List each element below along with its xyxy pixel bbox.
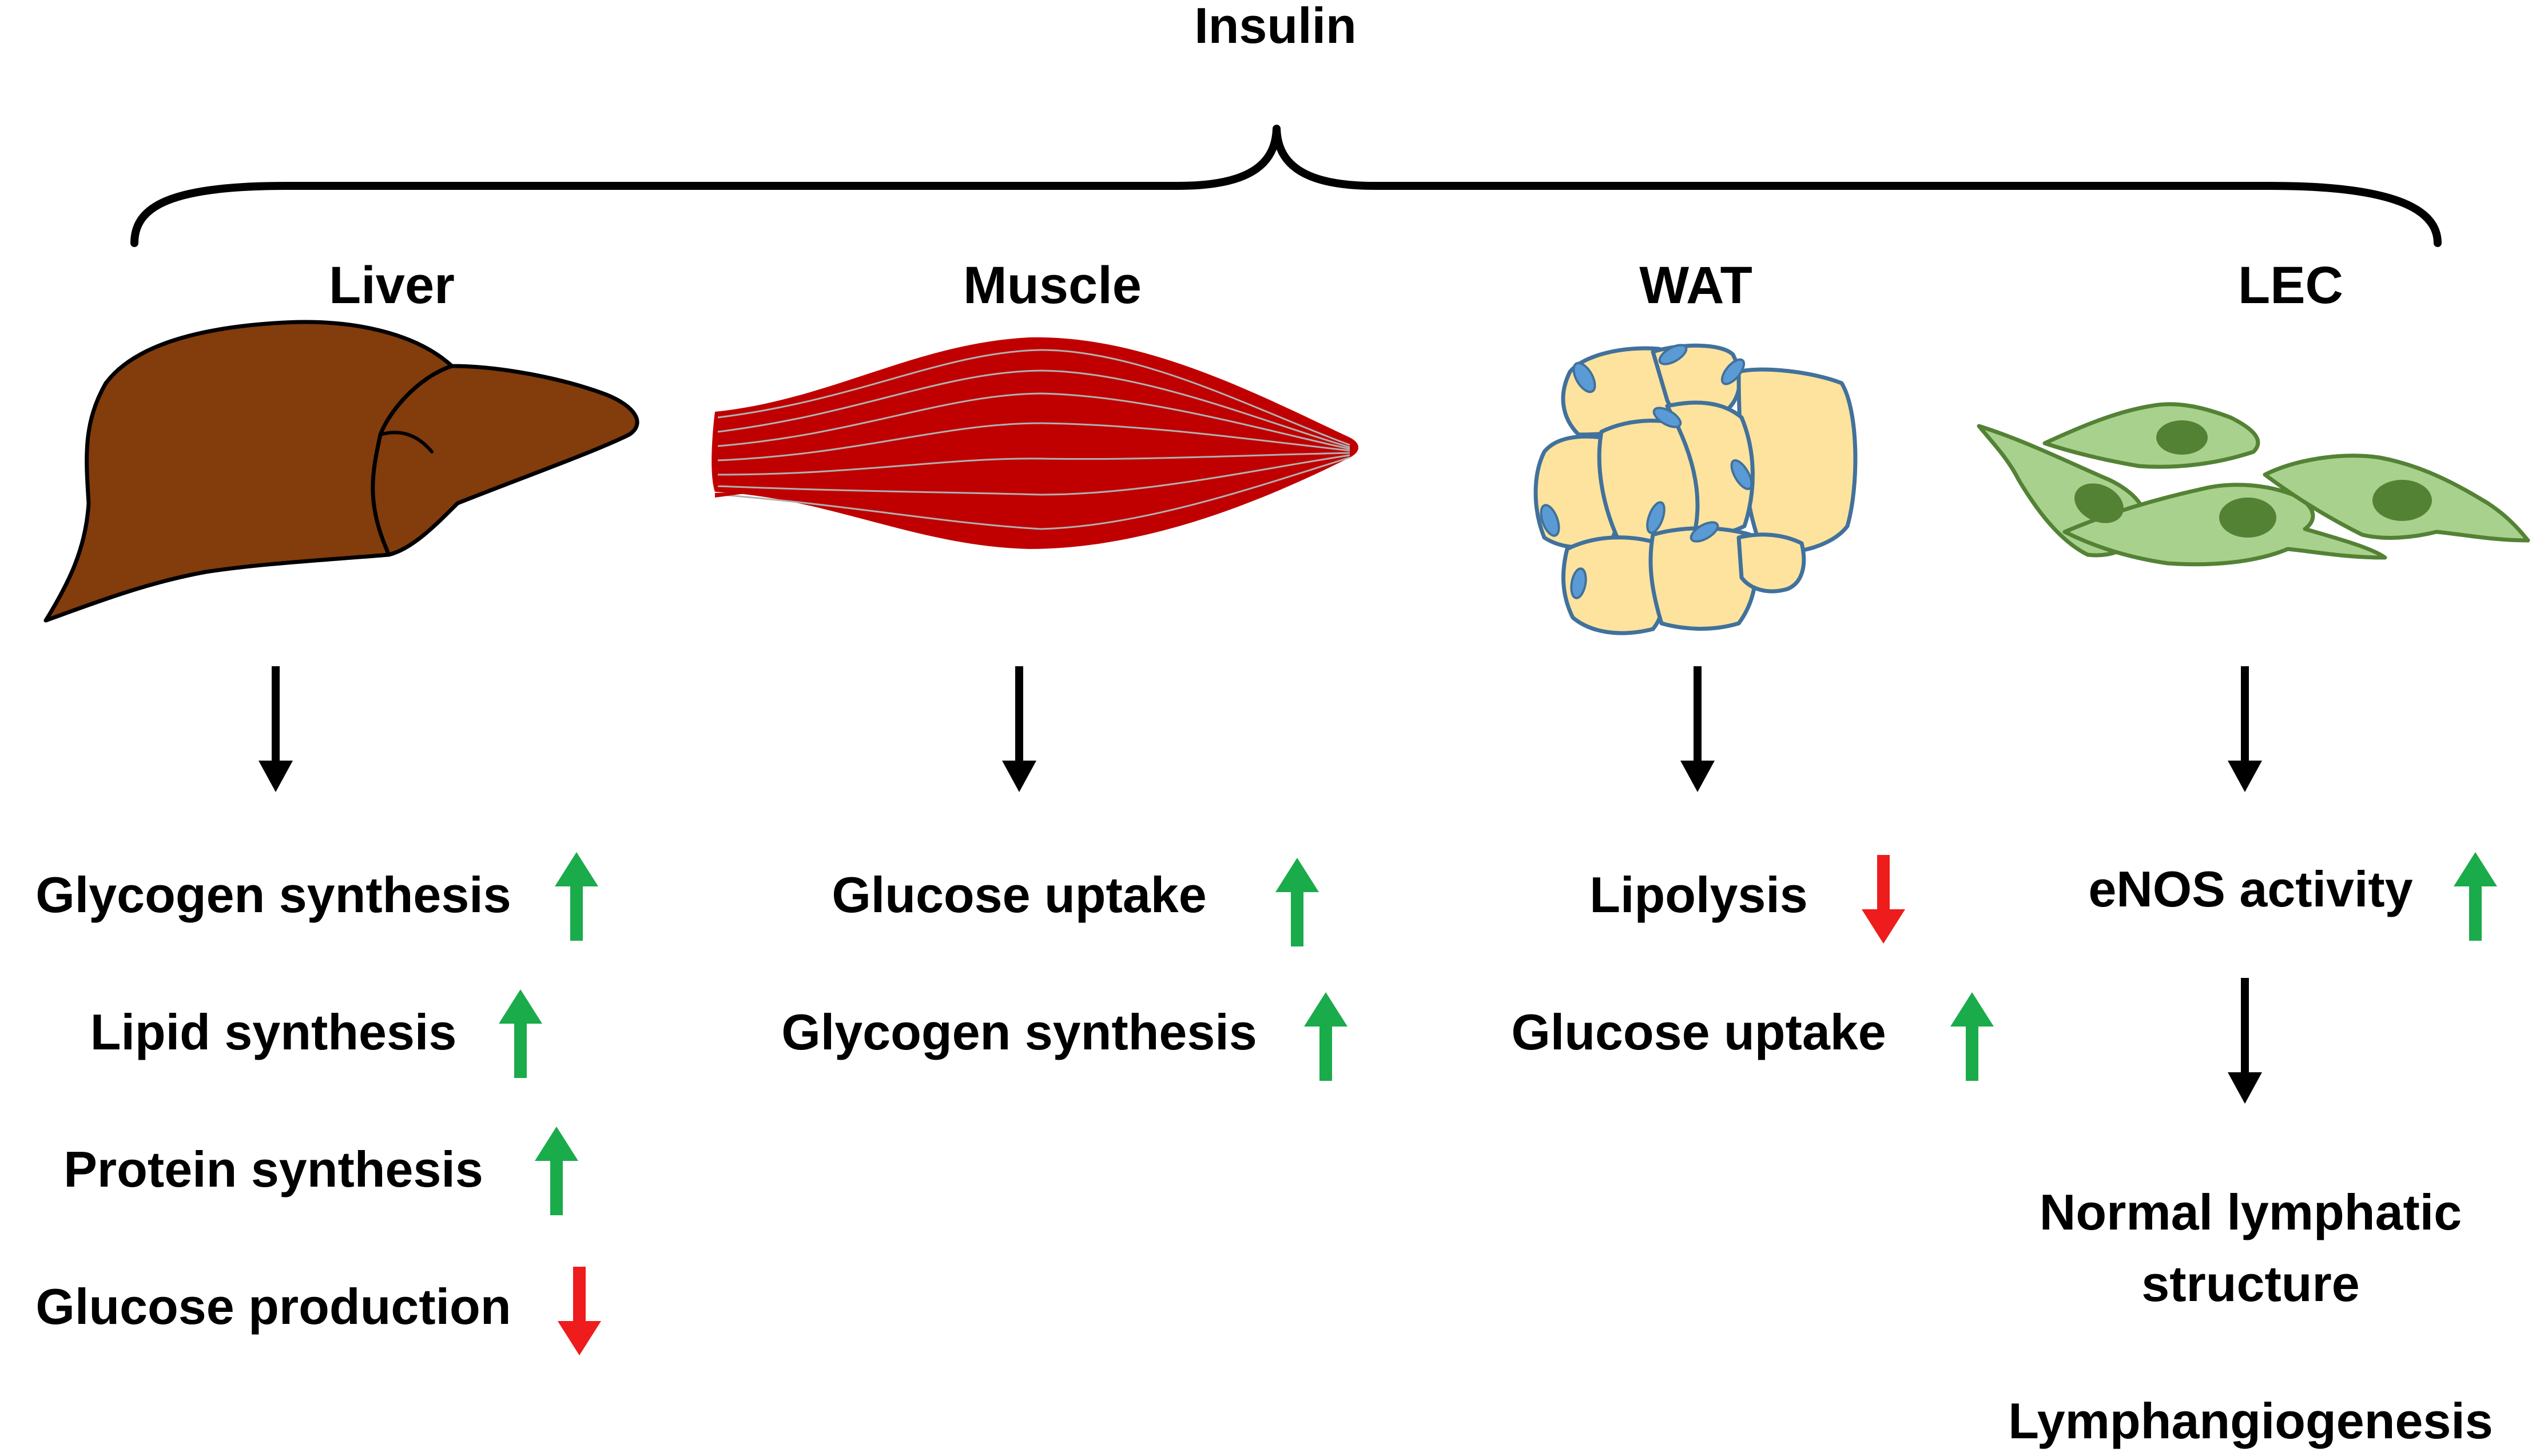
muscle-pathway-arrow xyxy=(1002,666,1036,792)
effect-liver-glycogen-synthesis: Glycogen synthesis xyxy=(35,866,511,923)
diagram-title: Insulin xyxy=(1194,0,1357,54)
up-arrow-liver-glycogen xyxy=(555,852,598,941)
effect-muscle-glycogen-synthesis: Glycogen synthesis xyxy=(781,1004,1257,1060)
up-arrow-liver-lipid xyxy=(499,989,542,1078)
up-arrow-muscle-glycogen xyxy=(1304,992,1348,1081)
lec-outcome-arrow xyxy=(2228,978,2262,1104)
brace xyxy=(130,125,2442,247)
down-arrow-liver-glucose-production xyxy=(558,1267,601,1355)
up-arrow-lec-enos xyxy=(2454,852,2497,941)
outcome-lec-line-1: Normal lymphatic xyxy=(2040,1184,2462,1240)
organ-label-lec: LEC xyxy=(2238,256,2343,315)
effect-wat-glucose-uptake: Glucose uptake xyxy=(1511,1004,1886,1060)
up-arrow-muscle-glucose-uptake xyxy=(1275,858,1319,946)
down-arrow-wat-lipolysis xyxy=(1862,855,1905,944)
organ-label-muscle: Muscle xyxy=(963,256,1142,315)
outcome-lec-extra: Lymphangiogenesis xyxy=(2008,1393,2493,1449)
effect-wat-lipolysis: Lipolysis xyxy=(1589,866,1807,923)
muscle-icon xyxy=(711,337,1358,549)
effect-muscle-glucose-uptake: Glucose uptake xyxy=(832,866,1206,923)
adipocyte-cluster-icon xyxy=(1533,343,1858,635)
effect-liver-protein-synthesis: Protein synthesis xyxy=(63,1141,483,1198)
lymphatic-endothelial-cells-icon xyxy=(1977,402,2530,567)
up-arrow-liver-protein xyxy=(535,1127,578,1215)
liver-pathway-arrow xyxy=(259,666,293,792)
effect-lec-enos-activity: eNOS activity xyxy=(2088,861,2412,917)
effect-liver-glucose-production: Glucose production xyxy=(35,1278,511,1335)
liver-icon xyxy=(43,320,639,623)
up-arrow-wat-glucose-uptake xyxy=(1950,992,1994,1081)
organ-label-wat: WAT xyxy=(1639,256,1752,315)
outcome-lec-line-2: structure xyxy=(2141,1255,2359,1312)
lec-pathway-arrow xyxy=(2228,666,2262,792)
effect-liver-lipid-synthesis: Lipid synthesis xyxy=(90,1004,457,1060)
wat-pathway-arrow xyxy=(1680,666,1715,792)
organ-label-liver: Liver xyxy=(329,256,455,315)
